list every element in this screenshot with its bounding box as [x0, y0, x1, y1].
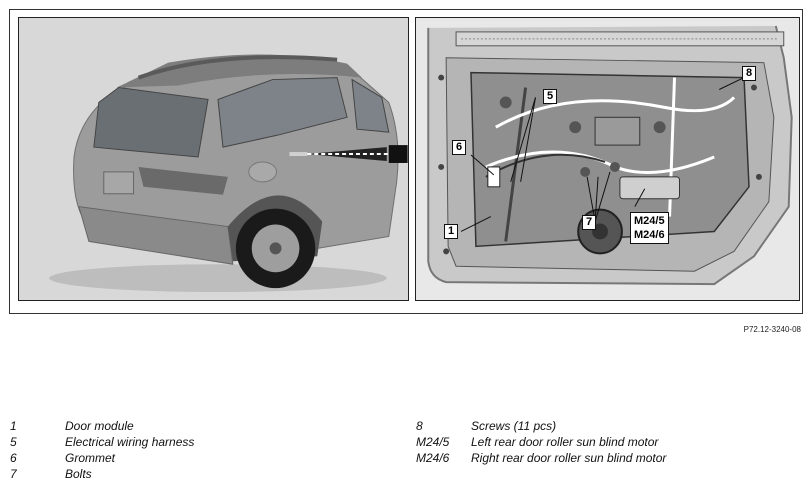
callout-7: 7	[582, 215, 597, 230]
legend-text: Door module	[65, 419, 134, 433]
legend-key: 6	[10, 451, 17, 465]
legend-item: 6 Grommet	[10, 450, 194, 466]
legend-key: M24/6	[416, 451, 450, 465]
legend-item: M24/6 Right rear door roller sun blind m…	[416, 450, 666, 466]
legend-item: 5 Electrical wiring harness	[10, 434, 194, 450]
legend-item: 1 Door module	[10, 418, 194, 434]
legend-item: 7 Bolts	[10, 466, 194, 482]
legend-key: 5	[10, 435, 17, 449]
legend-text: Left rear door roller sun blind motor	[471, 435, 659, 449]
legend-text: Right rear door roller sun blind motor	[471, 451, 667, 465]
legend-key: 7	[10, 467, 17, 481]
legend-right: 8 Screws (11 pcs) M24/5 Left rear door r…	[416, 418, 666, 466]
door-interior-illustration-panel	[415, 17, 800, 301]
vehicle-illustration	[19, 18, 408, 300]
legend-text: Electrical wiring harness	[65, 435, 195, 449]
callout-m24-group: M24/5 M24/6	[630, 212, 669, 244]
callout-1: 1	[444, 224, 459, 239]
callout-6: 6	[452, 140, 467, 155]
callout-8: 8	[742, 66, 757, 81]
figure-code: P72.12-3240-08	[743, 325, 801, 334]
callout-m24-6: M24/6	[634, 229, 665, 241]
legend-text: Grommet	[65, 451, 116, 465]
legend-key: M24/5	[416, 435, 450, 449]
legend-key: 1	[10, 419, 17, 433]
legend-key: 8	[416, 419, 423, 433]
callout-5: 5	[543, 89, 558, 104]
door-interior-illustration	[416, 18, 799, 300]
legend-text: Screws (11 pcs)	[471, 419, 557, 433]
legend-text: Bolts	[65, 467, 92, 481]
legend-item: 8 Screws (11 pcs)	[416, 418, 666, 434]
vehicle-illustration-panel	[18, 17, 409, 301]
legend-item: M24/5 Left rear door roller sun blind mo…	[416, 434, 666, 450]
callout-m24-5: M24/5	[634, 215, 665, 227]
figure-frame: 5 6 1 7 8 M24/5 M24/6	[9, 9, 803, 314]
legend-left: 1 Door module 5 Electrical wiring harnes…	[10, 418, 194, 482]
